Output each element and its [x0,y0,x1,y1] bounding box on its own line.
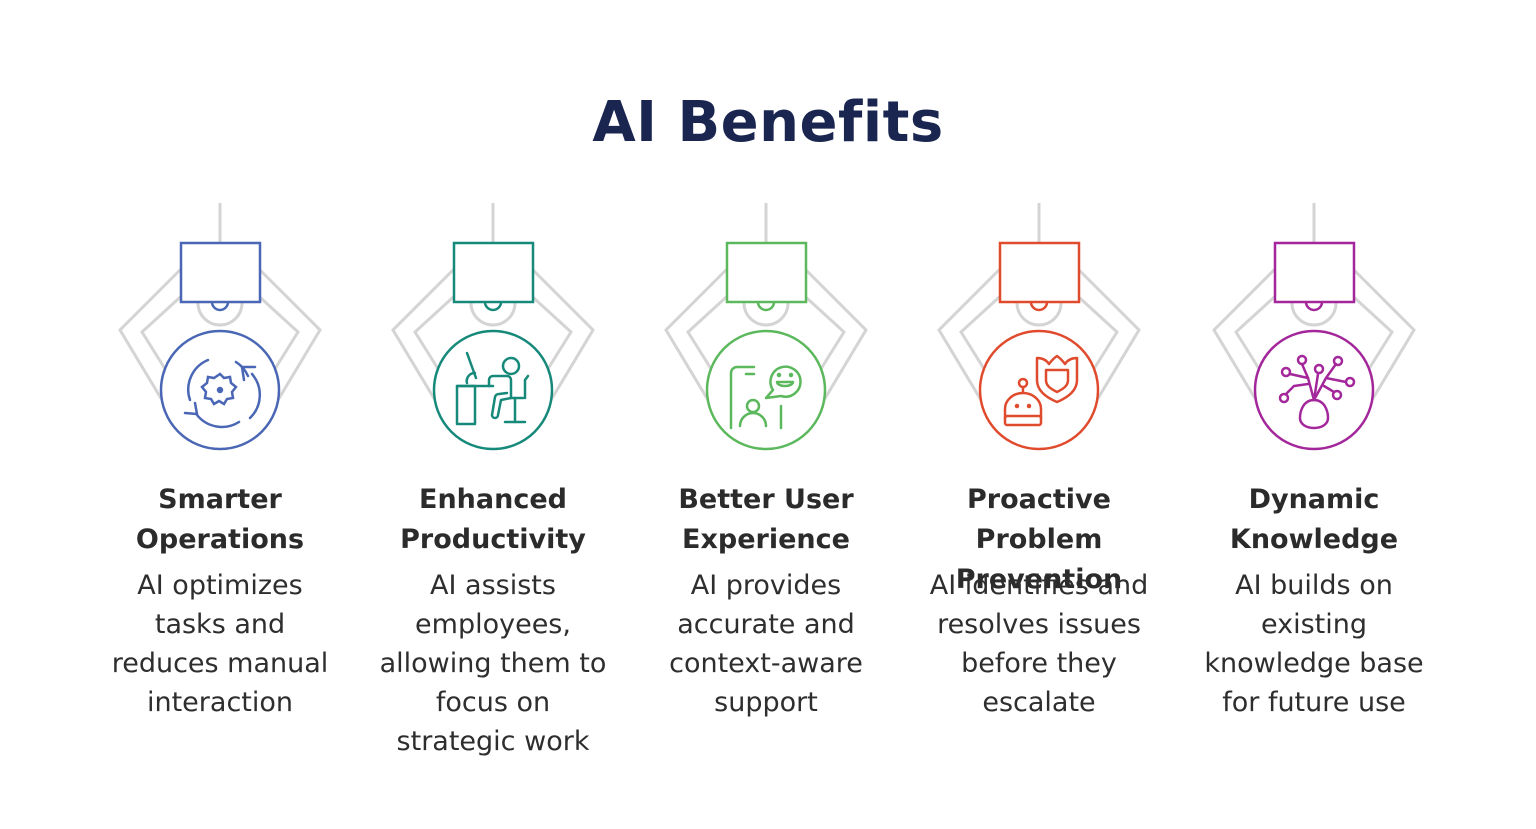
gear-refresh-icon [183,358,262,429]
benefit-card-enhanced-productivity: Enhanced Productivity AI assists employe… [363,200,623,757]
benefit-heading: Enhanced Productivity [400,484,586,555]
user-chat-smile-icon [729,365,802,430]
benefit-description: AI provides accurate and context-aware s… [669,570,863,718]
benefit-card-smarter-operations: Smarter Operations AI optimizes tasks an… [90,200,350,718]
benefit-heading: Dynamic Knowledge [1229,484,1399,555]
page-title: AI Benefits [592,90,944,155]
benefit-heading: Proactive Problem Prevention [955,484,1123,595]
robot-shield-icon [1003,354,1079,427]
robotic-claw-graphic [391,203,595,451]
robotic-claw-graphic [118,203,322,451]
person-at-desk-icon [455,351,530,426]
robotic-claw-graphic [937,203,1141,451]
benefit-card-proactive-problem-prevention: Proactive Problem Prevention AI identifi… [909,200,1169,718]
benefit-heading: Smarter Operations [135,484,305,555]
robotic-claw-graphic [1212,203,1416,451]
benefit-card-better-user-experience: Better User Experience AI provides accur… [636,200,896,718]
benefit-description: AI optimizes tasks and reduces manual in… [111,570,329,718]
benefit-heading: Better User Experience [678,484,854,555]
knowledge-tree-icon [1278,354,1356,430]
robotic-claw-graphic [664,203,868,451]
benefit-card-dynamic-knowledge: Dynamic Knowledge AI builds on existing … [1184,200,1444,718]
benefit-description: AI identifies and resolves issues before… [929,570,1149,718]
benefit-description: AI builds on existing knowledge base for… [1204,570,1424,718]
benefit-description: AI assists employees, allowing them to f… [379,570,607,757]
